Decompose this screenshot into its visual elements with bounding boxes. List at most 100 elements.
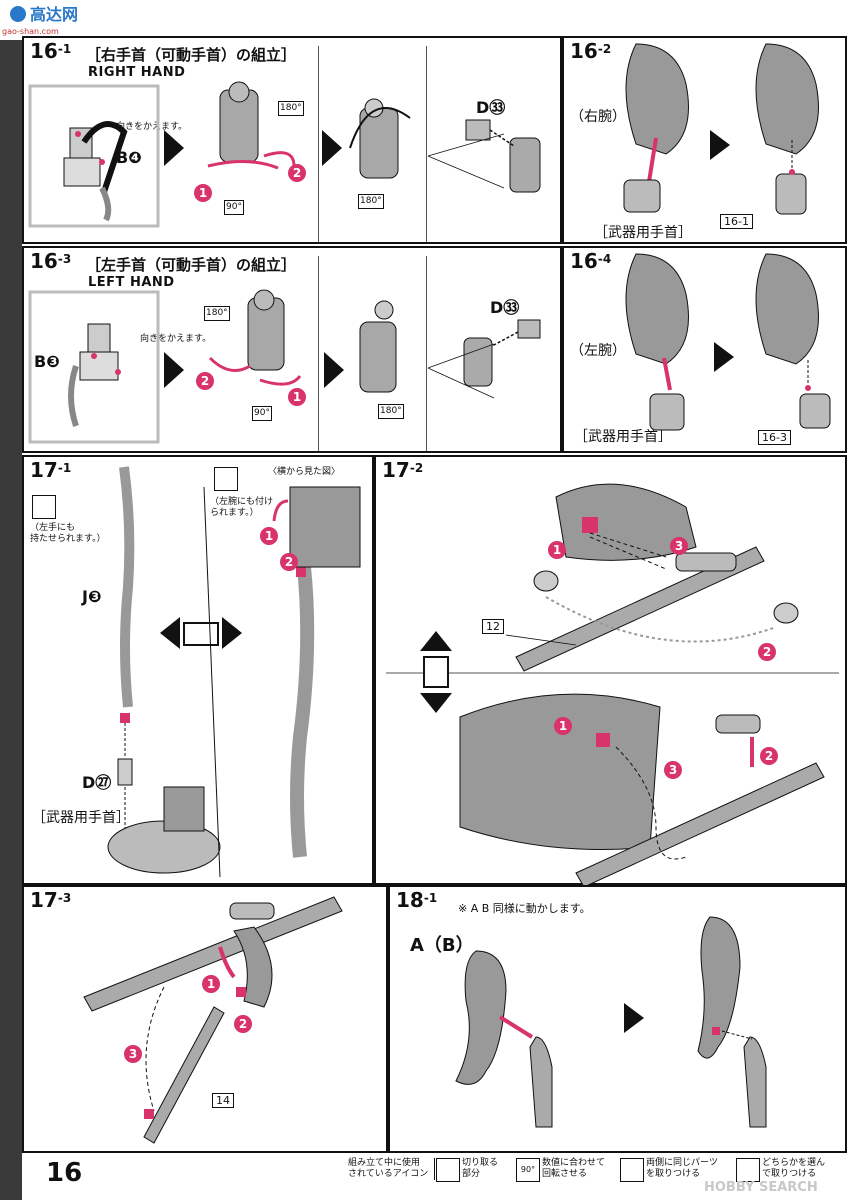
panel-16-1: 16-1 ［右手首（可動手首）の組立］ RIGHT HAND 向きをかえます。 … xyxy=(22,36,562,244)
step-marker-3: 3 xyxy=(664,761,682,779)
watermark-logo: 高达网 gao-shan.com xyxy=(0,0,80,40)
part-label-2: D㉗ xyxy=(82,773,112,792)
step-number: 17-3 xyxy=(26,888,76,912)
panel-17-3: 17-3 14 1 2 3 xyxy=(22,885,388,1153)
divider xyxy=(426,256,427,451)
direction-note: 向きをかえます。 xyxy=(140,334,212,344)
left-hand-note: （左手にも 持たせられます。） xyxy=(30,523,106,544)
step-main: 17 xyxy=(30,458,58,482)
legend-text: どちらかを選ん で取りつける xyxy=(762,1158,826,1179)
divider xyxy=(426,46,427,242)
step-sub: -2 xyxy=(597,42,612,56)
section-subtitle: RIGHT HAND xyxy=(88,65,186,80)
step-sub: -1 xyxy=(57,42,72,56)
hand-label: ［武器用手首］ xyxy=(574,429,672,445)
cut-icon xyxy=(436,1158,460,1182)
divider xyxy=(318,46,319,242)
step-main: 16 xyxy=(570,39,598,63)
panel-17-1: 17-1 （左手にも 持たせられます。） J❸ D㉗ ［武器用手首］ 〈横から見… xyxy=(22,455,374,885)
step-number: 16-1 xyxy=(26,39,76,63)
degree-badge: 180° xyxy=(358,194,384,209)
degree-badge: 90° xyxy=(224,200,244,215)
side-view-label: 〈横から見た図〉 xyxy=(268,467,341,477)
left-arm-note: （左腕にも付け られます。） xyxy=(210,497,274,518)
legend-text: 数値に合わせて 回転させる xyxy=(542,1158,606,1179)
panel-18-1: 18-1 ※ A B 同様に動かします。 A（B） xyxy=(388,885,847,1153)
assembly-illustration xyxy=(28,289,541,444)
part-label: B❹ xyxy=(116,148,142,167)
step-sub: -3 xyxy=(57,891,72,905)
step-marker-2: 2 xyxy=(234,1015,252,1033)
step-marker-2: 2 xyxy=(288,164,306,182)
page-number: 16 xyxy=(46,1158,83,1188)
ref-label: 14 xyxy=(212,1093,234,1108)
ref-label: 16-3 xyxy=(758,430,791,445)
degree-badge: 180° xyxy=(378,404,404,419)
step-sub: -2 xyxy=(409,461,424,475)
step-number: 16-2 xyxy=(566,39,616,63)
svg-text:高达网: 高达网 xyxy=(30,5,78,24)
ref-label: 16-1 xyxy=(720,214,753,229)
part-label-2: D㉝ xyxy=(476,98,506,117)
both-sides-icon xyxy=(214,467,238,491)
direction-note: 向きをかえます。 xyxy=(116,122,188,132)
legend-text: 切り取る 部分 xyxy=(462,1158,499,1179)
part-label: B❸ xyxy=(34,352,60,371)
panel-16-2: 16-2 （右腕） ［武器用手首］ 16-1 xyxy=(562,36,847,244)
degree-badge: 180° xyxy=(278,101,304,116)
legend-text: 両側に同じパーツ を取りつける xyxy=(646,1158,718,1179)
step-marker-1: 1 xyxy=(260,527,278,545)
left-strip xyxy=(0,0,22,1200)
degree-badge: 90° xyxy=(252,406,272,421)
weapon-illustration xyxy=(83,896,343,1144)
panel-17-2: 17-2 12 1 3 2 xyxy=(374,455,847,888)
part-label-2: D㉝ xyxy=(490,298,520,317)
step-sub: -3 xyxy=(57,252,72,266)
assembly-illustration xyxy=(28,81,541,228)
step-main: 16 xyxy=(30,39,58,63)
step-marker-1: 1 xyxy=(554,717,572,735)
step-number: 18-1 xyxy=(392,888,442,912)
step-marker-2: 2 xyxy=(280,553,298,571)
svg-text:gao-shan.com: gao-shan.com xyxy=(2,27,59,36)
arm-label: （左腕） xyxy=(570,343,626,359)
icon-legend-title: 組み立て中に使用 されているアイコン xyxy=(348,1158,436,1180)
step-main: 17 xyxy=(382,458,410,482)
step-marker-2: 2 xyxy=(758,643,776,661)
step-number: 17-1 xyxy=(26,458,76,482)
step-number: 17-2 xyxy=(378,458,428,482)
step-main: 17 xyxy=(30,888,58,912)
step-marker-1: 1 xyxy=(194,184,212,202)
step-number: 16-4 xyxy=(566,249,616,273)
ref-label: 12 xyxy=(482,619,504,634)
step-number: 16-3 xyxy=(26,249,76,273)
armor-illustration xyxy=(455,916,767,1128)
step-sub: -1 xyxy=(423,891,438,905)
step-marker-2: 2 xyxy=(760,747,778,765)
degree-badge: 180° xyxy=(204,306,230,321)
step-marker-1: 1 xyxy=(288,388,306,406)
rotate-badge: 90° xyxy=(520,1165,536,1174)
part-label: J❸ xyxy=(82,587,102,606)
choose-icon xyxy=(736,1158,760,1182)
step-sub: -1 xyxy=(57,461,72,475)
step-main: 18 xyxy=(396,888,424,912)
rotate-icon: 90° xyxy=(516,1158,540,1182)
ab-label: A（B） xyxy=(410,935,474,956)
weapon-illustration xyxy=(386,483,839,888)
step-main: 16 xyxy=(570,249,598,273)
arm-label: （右腕） xyxy=(570,109,626,125)
step-marker-1: 1 xyxy=(202,975,220,993)
section-subtitle: LEFT HAND xyxy=(88,275,175,290)
step-main: 16 xyxy=(30,249,58,273)
step-marker-1: 1 xyxy=(548,541,566,559)
panel-16-3: 16-3 ［左手首（可動手首）の組立］ LEFT HAND 向きをかえます。 B… xyxy=(22,246,562,453)
section-title: ［右手首（可動手首）の組立］ xyxy=(86,46,297,64)
step-marker-3: 3 xyxy=(670,537,688,555)
step-sub: -4 xyxy=(597,252,612,266)
weapon-illustration xyxy=(107,466,361,878)
divider xyxy=(318,256,319,451)
step-marker-3: 3 xyxy=(124,1045,142,1063)
both-sides-icon xyxy=(620,1158,644,1182)
